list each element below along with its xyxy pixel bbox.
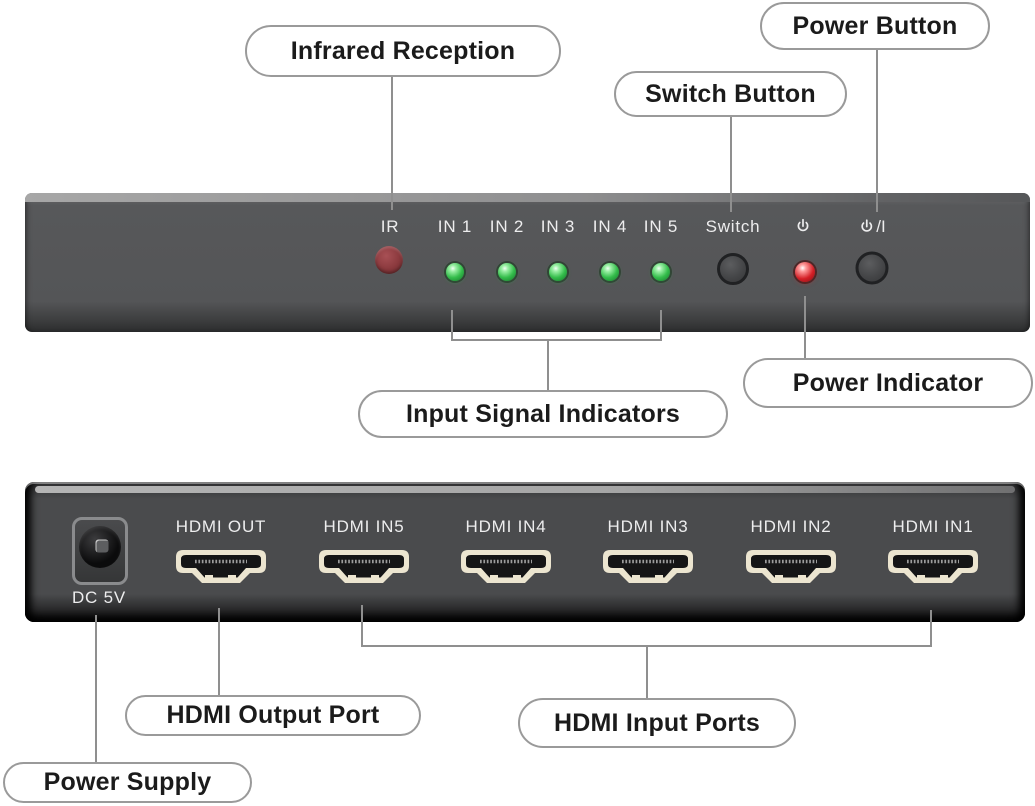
power-icon (797, 218, 809, 232)
input-1-label: IN 1 (437, 217, 473, 236)
input-3-led (549, 263, 567, 281)
hdmi-in2-port (746, 550, 836, 583)
line-power-button (876, 49, 878, 212)
callout-hdmi-input-ports: HDMI Input Ports (518, 698, 796, 748)
line-hdmi-inputs-bracket (361, 645, 932, 647)
callout-power-button: Power Button (760, 2, 990, 50)
hdmi-in4-port (461, 550, 551, 583)
callout-hdmi-output-port-label: HDMI Output Port (166, 701, 380, 729)
input-5-led (652, 263, 670, 281)
switch-button (717, 253, 749, 285)
line-inputs-stem (547, 341, 549, 390)
input-2-led (498, 263, 516, 281)
line-hdmi-inputs-left (361, 605, 363, 647)
line-hdmi-output (218, 608, 220, 695)
hdmi-in1-port (888, 550, 978, 583)
input-5-label: IN 5 (643, 217, 679, 236)
dc-power-jack (72, 517, 128, 585)
hdmi-in5-label: HDMI IN5 (323, 517, 405, 536)
hdmi-out-port (176, 550, 266, 583)
line-hdmi-inputs-stem (646, 647, 648, 698)
callout-hdmi-output-port: HDMI Output Port (125, 695, 421, 736)
callout-infrared-reception-label: Infrared Reception (290, 36, 516, 65)
callout-power-supply-label: Power Supply (43, 768, 212, 796)
power-button (855, 251, 889, 285)
callout-infrared-reception: Infrared Reception (245, 25, 561, 77)
hdmi-in3-port (603, 550, 693, 583)
power-indicator-symbol (795, 218, 812, 236)
dc-label: DC 5V (71, 588, 127, 607)
switch-label: Switch (705, 217, 761, 236)
callout-switch-button-label: Switch Button (645, 79, 816, 108)
callout-hdmi-input-ports-label: HDMI Input Ports (554, 708, 760, 737)
callout-power-indicator-label: Power Indicator (792, 368, 984, 397)
line-infrared (391, 77, 393, 210)
line-power-indicator (804, 296, 806, 358)
callout-power-supply: Power Supply (3, 762, 252, 803)
input-2-label: IN 2 (489, 217, 525, 236)
callout-switch-button: Switch Button (614, 71, 847, 117)
hdmi-in4-label: HDMI IN4 (465, 517, 547, 536)
input-4-label: IN 4 (592, 217, 628, 236)
line-power-supply (95, 615, 97, 762)
power-button-symbol: /I (858, 217, 886, 237)
hdmi-out-label: HDMI OUT (175, 517, 267, 536)
input-3-label: IN 3 (540, 217, 576, 236)
power-button-suffix: /I (876, 217, 886, 236)
hdmi-in2-label: HDMI IN2 (750, 517, 832, 536)
line-hdmi-inputs-right (930, 610, 932, 647)
hdmi-in5-port (319, 550, 409, 583)
power-icon (861, 218, 873, 232)
input-1-led (446, 263, 464, 281)
hdmi-in1-label: HDMI IN1 (892, 517, 974, 536)
hdmi-in3-label: HDMI IN3 (607, 517, 689, 536)
infrared-receiver-window (375, 246, 403, 274)
callout-power-indicator: Power Indicator (743, 358, 1033, 408)
ir-label: IR (380, 217, 400, 236)
callout-power-button-label: Power Button (792, 11, 958, 40)
dc-jack-pin (95, 539, 109, 553)
line-inputs-right (660, 310, 662, 341)
line-inputs-bracket (451, 339, 662, 341)
line-inputs-left (451, 310, 453, 341)
input-4-led (601, 263, 619, 281)
dc-jack-hole (79, 526, 121, 569)
callout-input-signal-indicators: Input Signal Indicators (358, 390, 728, 438)
line-switch-button (730, 116, 732, 212)
power-indicator-led (795, 262, 815, 282)
callout-input-signal-indicators-label: Input Signal Indicators (405, 399, 681, 428)
